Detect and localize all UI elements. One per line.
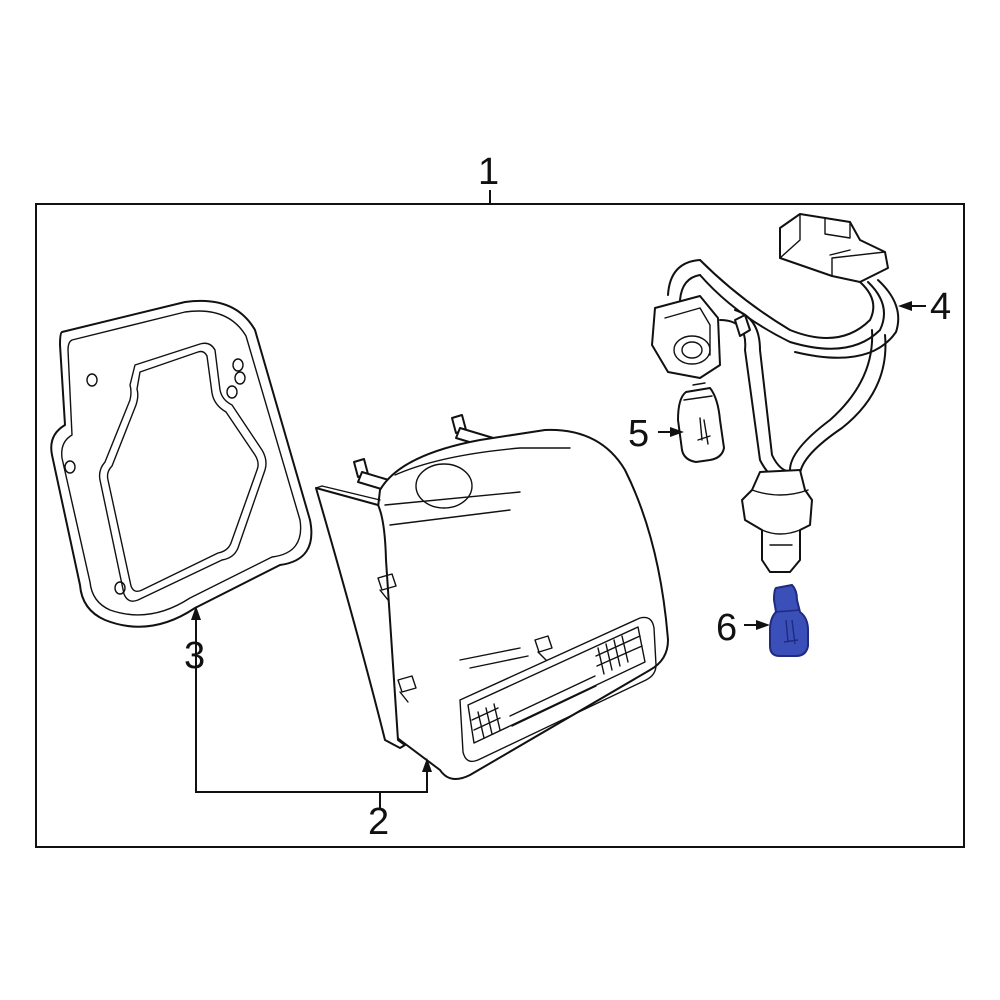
callout-5[interactable]: 5 xyxy=(628,413,684,455)
callout-6[interactable]: 6 xyxy=(716,607,770,649)
callout-3[interactable]: 3 xyxy=(184,606,205,677)
callout-4-label: 4 xyxy=(930,286,951,328)
callout-3-label: 3 xyxy=(184,635,205,677)
callout-2-label: 2 xyxy=(368,801,389,843)
bulb-part[interactable] xyxy=(677,382,725,463)
highlighted-bulb-part[interactable] xyxy=(769,583,809,657)
callout-5-label: 5 xyxy=(628,413,649,455)
gasket-part[interactable] xyxy=(50,299,313,628)
assembly-frame xyxy=(35,203,965,848)
callout-4[interactable]: 4 xyxy=(898,286,951,328)
callout-2[interactable]: 2 xyxy=(195,630,432,843)
highlighted-bulb-body xyxy=(769,583,809,657)
lamp-housing-part[interactable] xyxy=(315,414,669,780)
wiring-harness-part[interactable] xyxy=(651,213,900,573)
callout-1[interactable]: 1 xyxy=(478,151,499,204)
callout-1-label: 1 xyxy=(478,151,499,193)
callout-6-label: 6 xyxy=(716,607,737,649)
